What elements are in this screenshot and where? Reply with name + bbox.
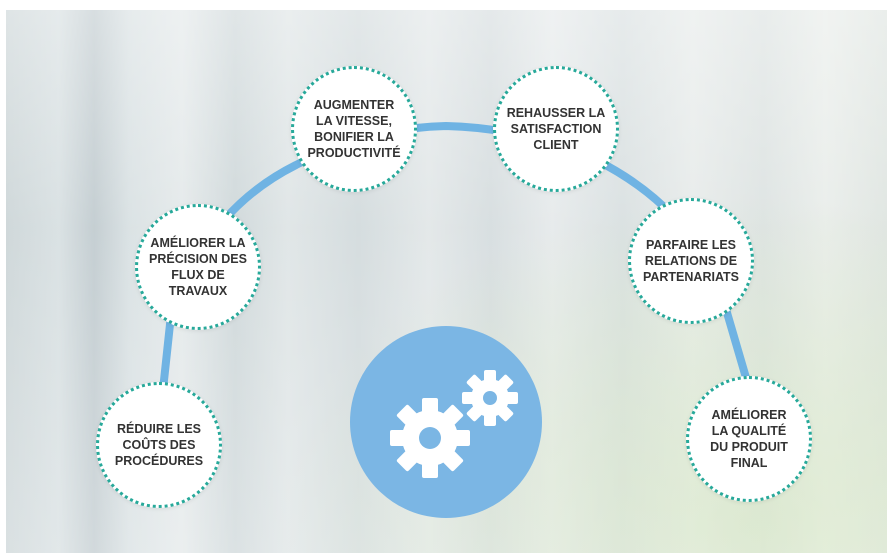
diagram-canvas: RÉDUIRE LES COÛTS DES PROCÉDURES AMÉLIOR… (6, 10, 887, 553)
node-ameliorer-qualite: AMÉLIORER LA QUALITÉ DU PRODUIT FINAL (686, 376, 812, 502)
node-label: PARFAIRE LES RELATIONS DE PARTENARIATS (642, 238, 740, 284)
node-label: AMÉLIORER LA QUALITÉ DU PRODUIT FINAL (710, 408, 788, 470)
node-label: AMÉLIORER LA PRÉCISION DES FLUX DE TRAVA… (149, 236, 247, 298)
connector-arc (152, 121, 758, 459)
gears-icon (390, 370, 518, 478)
node-ameliorer-precision: AMÉLIORER LA PRÉCISION DES FLUX DE TRAVA… (135, 204, 261, 330)
node-label: RÉDUIRE LES COÛTS DES PROCÉDURES (114, 422, 204, 468)
node-parfaire-relations: PARFAIRE LES RELATIONS DE PARTENARIATS (628, 198, 754, 324)
node-reduire-couts: RÉDUIRE LES COÛTS DES PROCÉDURES (96, 382, 222, 508)
hub-circle (350, 326, 542, 518)
node-augmenter-vitesse: AUGMENTER LA VITESSE, BONIFIER LA PRODUC… (291, 66, 417, 192)
node-rehausser-satisfaction: REHAUSSER LA SATISFACTION CLIENT (493, 66, 619, 192)
node-label: AUGMENTER LA VITESSE, BONIFIER LA PRODUC… (307, 98, 401, 160)
node-label: REHAUSSER LA SATISFACTION CLIENT (506, 106, 606, 152)
